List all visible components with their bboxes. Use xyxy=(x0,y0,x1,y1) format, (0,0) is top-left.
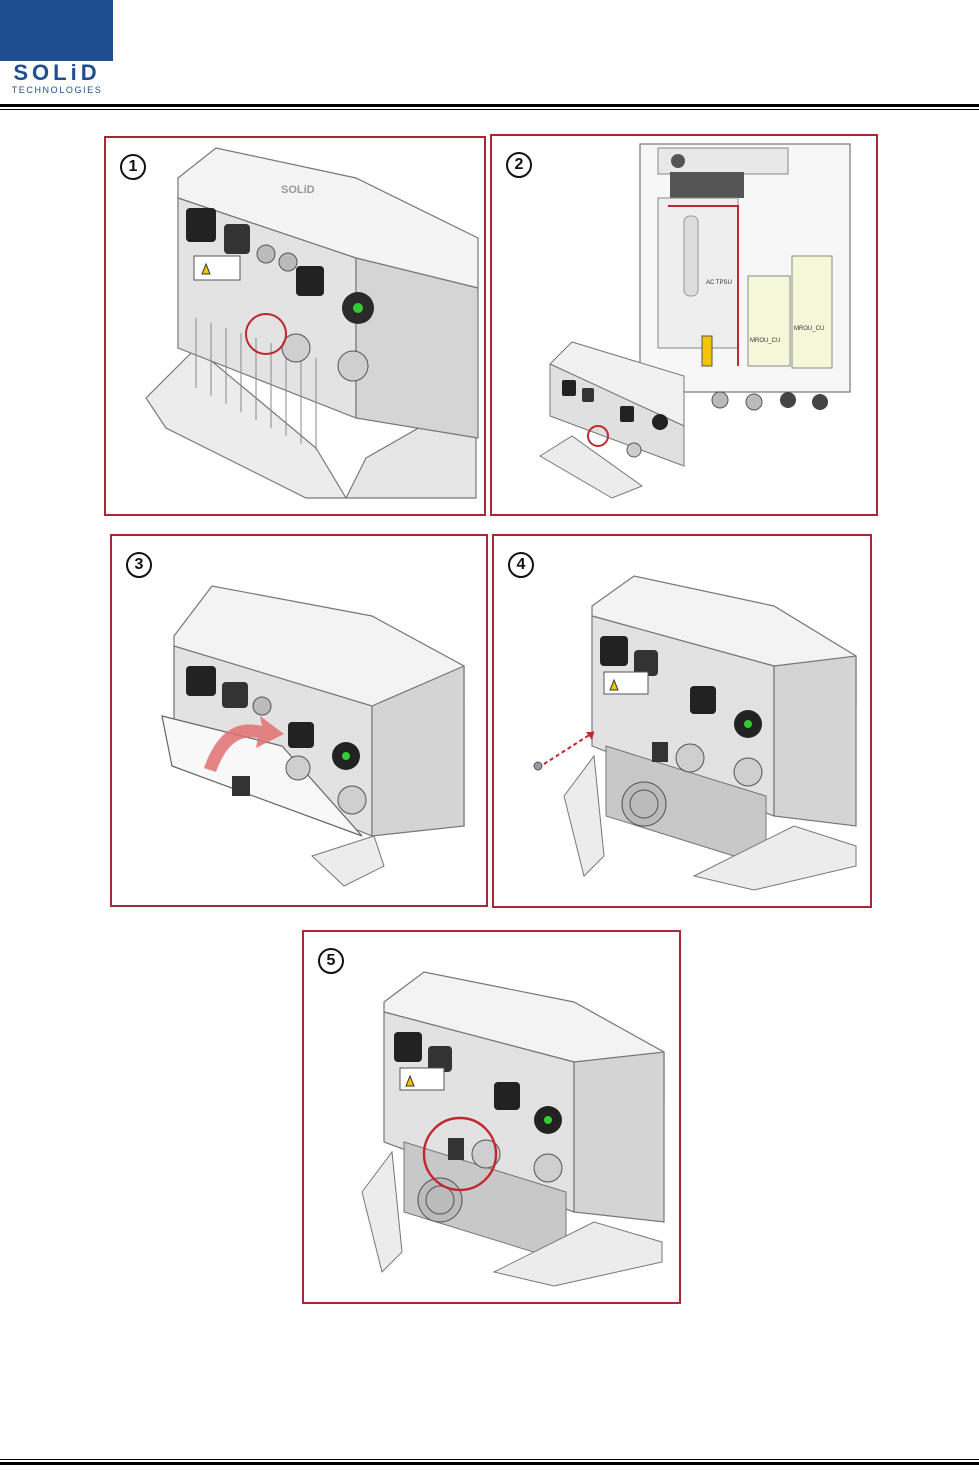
step-panel-4: 4 xyxy=(492,534,872,908)
step-number-4: 4 xyxy=(508,552,534,578)
logo-text: SOLiD xyxy=(2,62,112,84)
step-panel-5: 5 xyxy=(302,930,681,1304)
module-label-2: MROU_CU xyxy=(794,326,824,332)
footer-rule-thin xyxy=(0,1459,979,1460)
device-illustration-2: AC TPSU MROU_CU MROU_CU xyxy=(492,136,876,514)
module-label-3: AC TPSU xyxy=(706,280,732,286)
logo-subtext: TECHNOLOGIES xyxy=(2,85,112,95)
footer-rule xyxy=(0,1462,979,1465)
device-illustration-1: SOLiD xyxy=(106,138,484,514)
step-number-1: 1 xyxy=(120,154,146,180)
module-label-1: MROU_CU xyxy=(750,338,780,344)
device-brand-label: SOLiD xyxy=(281,184,315,196)
step-number-2: 2 xyxy=(506,152,532,178)
device-illustration-3 xyxy=(112,536,486,905)
device-illustration-5 xyxy=(304,932,679,1302)
header-rule xyxy=(0,104,979,107)
step-panel-3: 3 xyxy=(110,534,488,907)
logo-box xyxy=(0,0,113,61)
step-panel-2: 2 AC TPSU MROU_CU MROU_CU xyxy=(490,134,878,516)
step-number-5: 5 xyxy=(318,948,344,974)
step-panel-1: 1 SOLiD xyxy=(104,136,486,516)
header-rule-thin xyxy=(0,109,979,110)
step-number-3: 3 xyxy=(126,552,152,578)
company-logo: SOLiD TECHNOLOGIES xyxy=(0,0,113,98)
device-illustration-4 xyxy=(494,536,870,906)
